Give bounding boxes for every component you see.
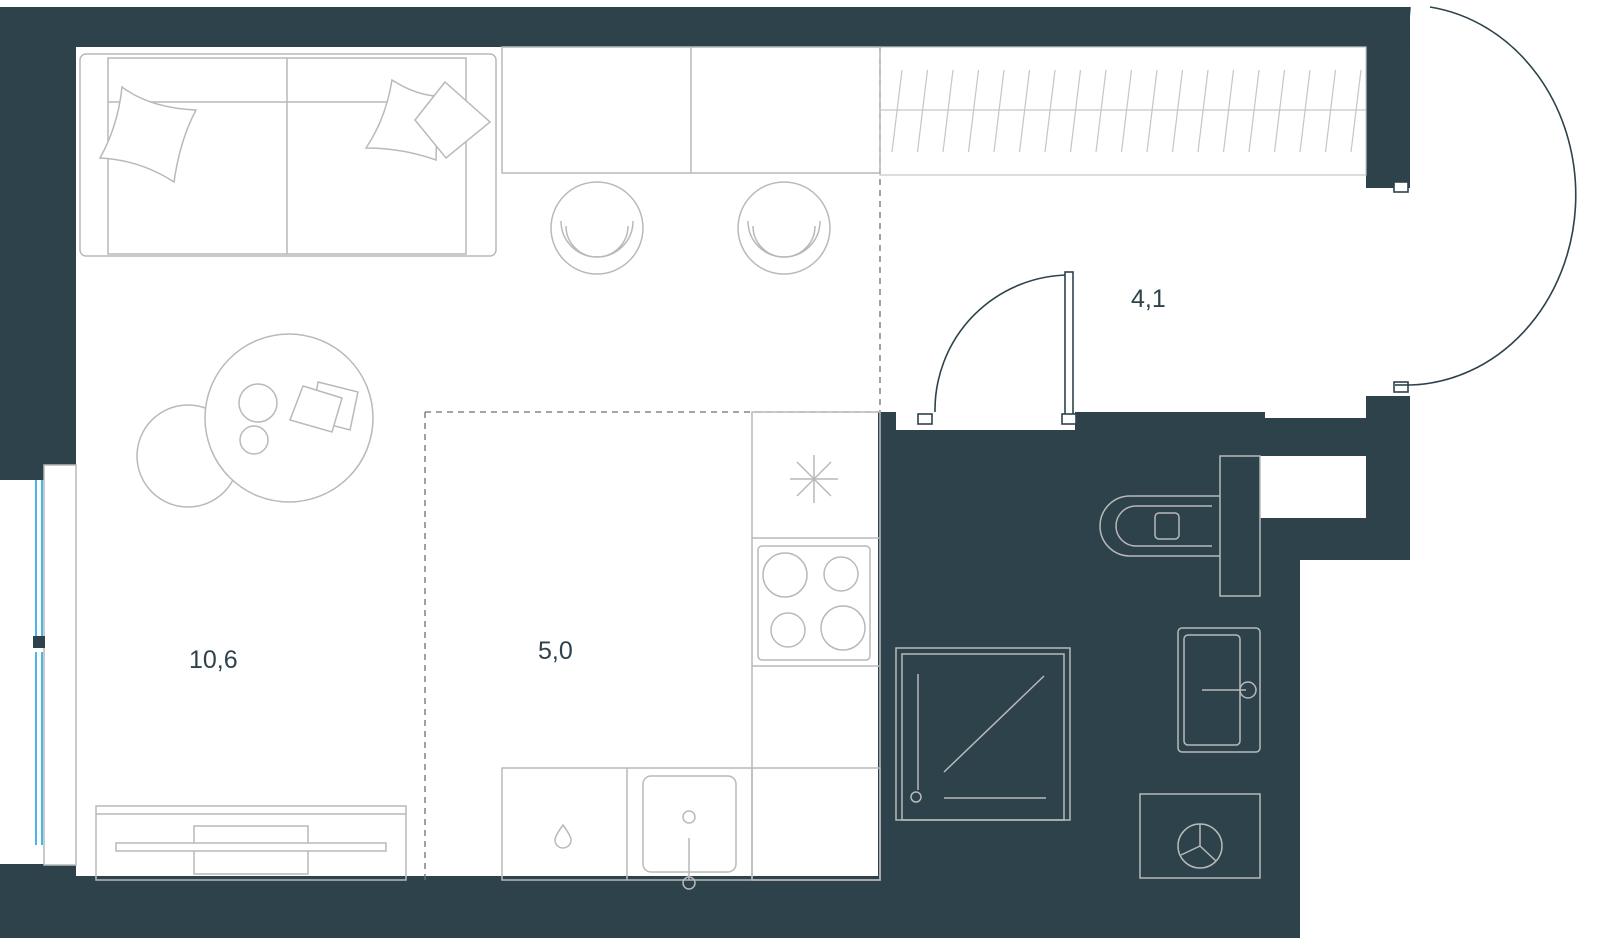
window-left [0, 464, 77, 938]
zone-dividers [424, 47, 881, 880]
coffee-tables [136, 333, 374, 508]
toilet [1099, 455, 1261, 597]
sofa [79, 53, 497, 257]
walls [0, 7, 1410, 938]
balcony-door [1393, 6, 1577, 393]
hanger-line [891, 69, 903, 153]
wardrobe [879, 46, 1367, 176]
hanger-line [1197, 69, 1209, 153]
hanger-line [1095, 69, 1107, 153]
hanger-line [967, 69, 980, 153]
chair-2 [737, 181, 831, 275]
kitchen-sink-icon [642, 775, 737, 890]
hanger-line [1273, 69, 1286, 153]
kitchen-counter-right [751, 411, 881, 881]
hanger-line [1069, 69, 1082, 153]
area-label-hallway: 4,1 [1131, 285, 1166, 313]
bathroom-door [917, 271, 1077, 425]
kitchen-counter-bottom [501, 767, 881, 890]
hanger-line [1248, 69, 1260, 153]
stove-icon [757, 545, 871, 661]
area-label-living: 10,6 [189, 646, 238, 674]
hanger-line [1044, 69, 1056, 153]
hanger-line [1018, 69, 1031, 153]
area-label-bathroom: 3,5 [1011, 554, 1046, 582]
hanger-line [942, 69, 954, 153]
hanger-line [1299, 69, 1311, 153]
area-label-kitchen: 5,0 [538, 637, 573, 665]
bathroom-sink [1177, 627, 1261, 753]
washing-machine [1139, 793, 1261, 879]
hanger-line [916, 69, 929, 153]
tv-unit [95, 805, 407, 881]
hanger-line [1146, 69, 1158, 153]
shower [895, 647, 1071, 821]
hanger-line [1222, 69, 1235, 153]
hanger-line [1171, 69, 1184, 153]
water-drop-icon [554, 823, 572, 849]
fridge-snowflake-icon [790, 455, 838, 503]
hanger-line [1324, 69, 1337, 153]
hanger-line [993, 69, 1005, 153]
hanger-line [1350, 69, 1362, 153]
desk [501, 46, 881, 174]
chair-1 [550, 181, 644, 275]
hanger-line [1120, 69, 1133, 153]
